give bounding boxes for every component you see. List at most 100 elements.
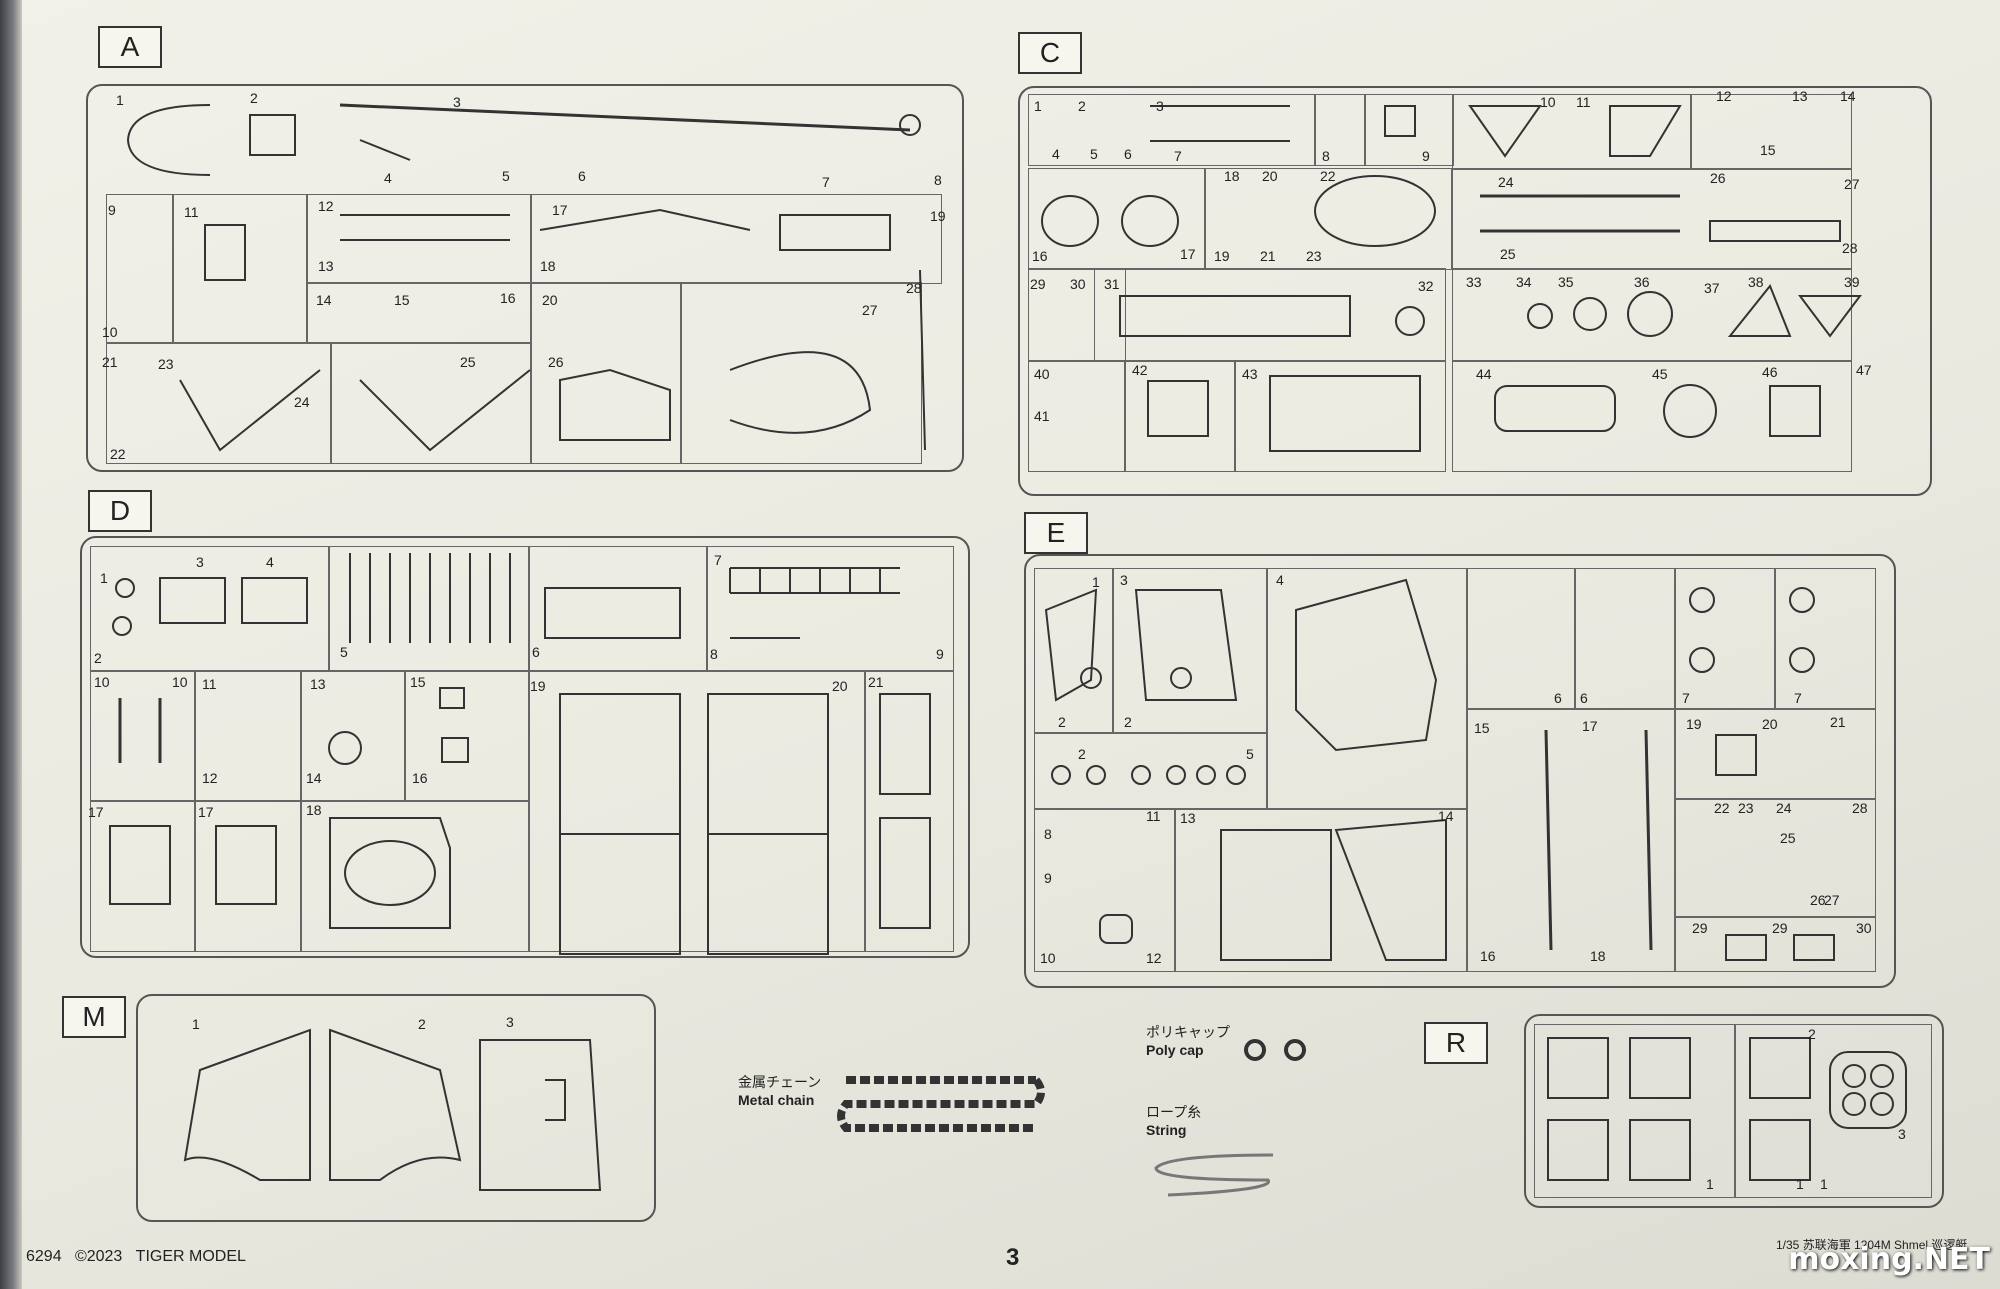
part-number: 2: [1124, 714, 1132, 730]
sprue-e-cell: [1674, 708, 1876, 800]
sprue-c-cell: [1314, 94, 1366, 166]
sprue-letter-c: C: [1018, 32, 1082, 74]
part-number: 17: [198, 804, 214, 820]
part-number: 4: [1276, 572, 1284, 588]
part-number: 22: [1714, 800, 1730, 816]
part-number: 7: [822, 174, 830, 190]
part-number: 20: [1762, 716, 1778, 732]
sprue-c-cell: [1452, 360, 1852, 472]
part-number: 29: [1692, 920, 1708, 936]
sprue-a-cell: [306, 282, 532, 344]
part-number: 12: [318, 198, 334, 214]
sprue-letter-e: E: [1024, 512, 1088, 554]
part-number: 14: [316, 292, 332, 308]
sprue-d-cell: [90, 670, 196, 802]
part-number: 6: [532, 644, 540, 660]
part-number: 15: [1474, 720, 1490, 736]
part-number: 33: [1466, 274, 1482, 290]
part-number: 24: [294, 394, 310, 410]
sprue-d-cell: [706, 546, 954, 672]
sprue-e: [1024, 554, 1896, 988]
part-number: 11: [1576, 94, 1591, 110]
part-number: 1: [1820, 1176, 1828, 1192]
part-number: 2: [250, 90, 258, 106]
part-number: 18: [1224, 168, 1240, 184]
metal-chain-part: [837, 1076, 1045, 1132]
sprue-e-cell: [1034, 568, 1114, 734]
part-number: 14: [306, 770, 322, 786]
part-number: 9: [1422, 148, 1430, 164]
part-number: 2: [1078, 98, 1086, 114]
part-number: 8: [1322, 148, 1330, 164]
part-number: 35: [1558, 274, 1574, 290]
sprue-a-parts: [126, 103, 926, 452]
part-number: 13: [1792, 88, 1808, 104]
part-number: 1: [116, 92, 124, 108]
sprue-letter-a: A: [98, 26, 162, 68]
part-number: 22: [110, 446, 126, 462]
part-number: 27: [1824, 892, 1840, 908]
part-number: 13: [318, 258, 334, 274]
part-number: 44: [1476, 366, 1492, 382]
part-number: 27: [1844, 176, 1860, 192]
sprue-d-cell: [194, 670, 302, 802]
sprue-d-cell: [328, 546, 530, 672]
sprue-d-cell: [404, 670, 530, 802]
sprue-e-parts: [1044, 578, 1835, 961]
part-number: 34: [1516, 274, 1532, 290]
part-number: 17: [552, 202, 568, 218]
metal-chain-label-en: Metal chain: [738, 1092, 815, 1108]
metal-chain-label: 金属チェーン Metal chain: [738, 1072, 821, 1108]
part-number: 39: [1844, 274, 1860, 290]
binder-edge: [0, 0, 22, 1289]
part-number: 23: [1306, 248, 1322, 264]
part-number: 2: [94, 650, 102, 666]
part-number: 30: [1856, 920, 1872, 936]
string-label-ja: ロープ糸: [1146, 1104, 1202, 1120]
part-number: 14: [1438, 808, 1454, 824]
part-number: 10: [94, 674, 110, 690]
sprue-c-cell: [1452, 168, 1852, 270]
sprue-d-cell: [528, 546, 708, 672]
sprue-d-cell: [90, 800, 196, 952]
sprue-c-cell: [1204, 168, 1452, 270]
sprue-a-cell: [106, 342, 332, 464]
sprue-d-cell: [300, 670, 406, 802]
sprue-c-cell: [1094, 268, 1446, 362]
footer-credits: 6294 ©2023 TIGER MODEL: [26, 1248, 246, 1266]
sprue-d-cell: [864, 670, 954, 952]
part-number: 8: [710, 646, 718, 662]
part-number: 36: [1634, 274, 1650, 290]
part-number: 7: [1794, 690, 1802, 706]
sprue-d-cell: [90, 546, 330, 672]
string-label: ロープ糸 String: [1146, 1102, 1201, 1138]
part-number: 10: [172, 674, 188, 690]
part-number: 5: [502, 168, 510, 184]
footer-code: 6294: [26, 1248, 62, 1265]
string-part: [1154, 1153, 1274, 1197]
part-number: 37: [1704, 280, 1720, 296]
part-number: 29: [1030, 276, 1046, 292]
sprue-d-cell: [528, 670, 866, 952]
sprue-a-cell: [330, 342, 532, 464]
sprue-e-cell: [1112, 568, 1268, 734]
sprue-e-cell: [1574, 568, 1676, 710]
part-number: 13: [1180, 810, 1196, 826]
part-number: 3: [453, 94, 461, 110]
part-number: 23: [158, 356, 174, 372]
sprue-d-parts: [109, 553, 931, 955]
sprue-e-cell: [1674, 568, 1776, 710]
sprue-c-cell: [1028, 168, 1206, 270]
poly-cap-label: ポリキャップ Poly cap: [1146, 1022, 1230, 1058]
part-number: 3: [506, 1014, 514, 1030]
part-number: 17: [1582, 718, 1598, 734]
sprue-r-cell: [1534, 1024, 1736, 1198]
sprue-e-cell: [1674, 798, 1876, 918]
part-number: 16: [500, 290, 516, 306]
sprue-c-cell: [1124, 360, 1236, 472]
part-number: 25: [1780, 830, 1796, 846]
sprue-a-cell: [306, 194, 532, 284]
part-number: 30: [1070, 276, 1086, 292]
footer-brand: TIGER MODEL: [135, 1248, 246, 1265]
sprue-a-cell: [106, 194, 174, 344]
